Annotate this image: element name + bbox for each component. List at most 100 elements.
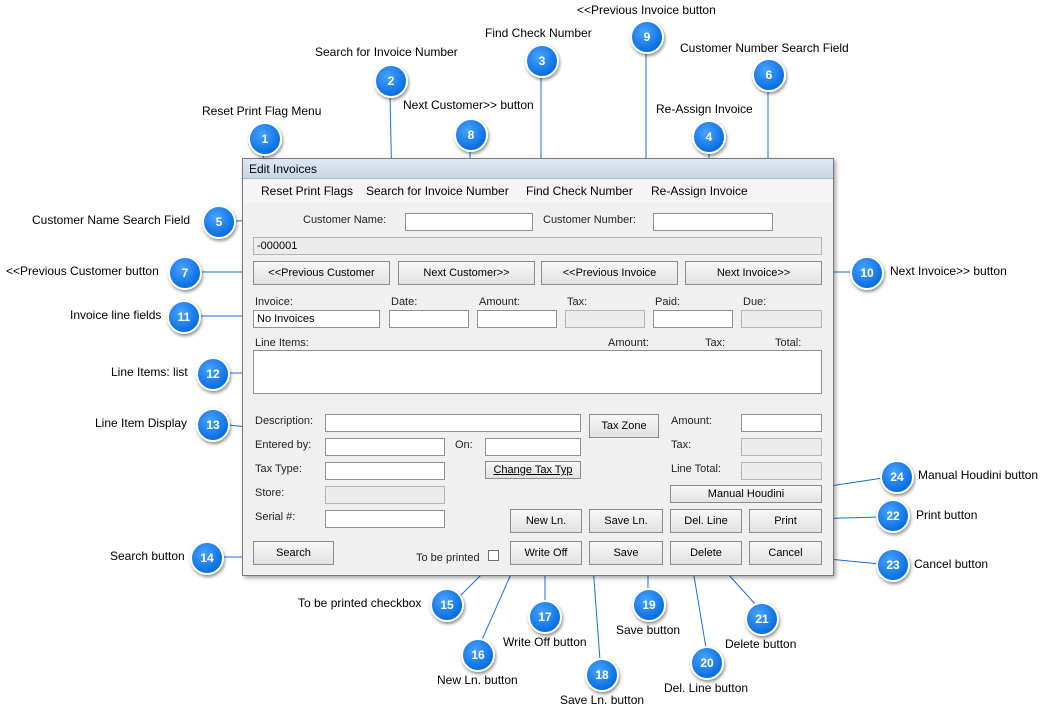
callout-badge-12: 12 <box>196 357 230 391</box>
callout-text-22: Print button <box>916 508 978 522</box>
next-customer-button[interactable]: Next Customer>> <box>398 261 535 285</box>
to-be-printed-checkbox[interactable] <box>488 550 499 561</box>
callout-text-10: Next Invoice>> button <box>890 264 1007 278</box>
invoice-header-due: Due: <box>743 296 767 308</box>
entered-by-label: Entered by: <box>255 439 312 451</box>
menu-bar: Reset Print Flags Search for Invoice Num… <box>243 179 833 203</box>
entered-on-field[interactable] <box>485 438 581 456</box>
menu-reset-print-flags[interactable]: Reset Print Flags <box>261 184 354 198</box>
previous-invoice-button[interactable]: <<Previous Invoice <box>541 261 678 285</box>
callout-text-14: Search button <box>110 549 185 563</box>
menu-find-check-number[interactable]: Find Check Number <box>526 184 633 198</box>
invoice-date-field[interactable] <box>389 310 469 328</box>
manual-houdini-button[interactable]: Manual Houdini <box>670 485 822 503</box>
callout-text-16: New Ln. button <box>437 673 518 687</box>
callout-text-2: Search for Invoice Number <box>315 45 458 59</box>
callout-text-18: Save Ln. button <box>560 693 645 707</box>
search-button[interactable]: Search <box>253 541 334 565</box>
edit-invoices-window: Edit Invoices Reset Print Flags Search f… <box>242 158 834 576</box>
serial-label: Serial #: <box>255 511 296 523</box>
description-field[interactable] <box>325 414 581 432</box>
to-be-printed-label: To be printed <box>416 552 480 564</box>
line-amount-field[interactable] <box>741 414 822 432</box>
callout-badge-10: 10 <box>850 256 884 290</box>
callout-text-19: Save button <box>616 623 681 637</box>
callout-badge-21: 21 <box>745 602 779 636</box>
callout-badge-16: 16 <box>461 638 495 672</box>
tax-type-label: Tax Type: <box>255 463 302 475</box>
tax-type-field[interactable] <box>325 462 445 480</box>
line-total-field <box>741 462 822 480</box>
callout-badge-20: 20 <box>690 646 724 680</box>
callout-text-21: Delete button <box>725 637 797 651</box>
line-items-list[interactable] <box>253 350 822 394</box>
line-items-tax-header: Tax: <box>705 337 726 349</box>
menu-re-assign-invoice[interactable]: Re-Assign Invoice <box>651 184 748 198</box>
callout-badge-15: 15 <box>430 588 464 622</box>
callout-text-13: Line Item Display <box>95 416 188 430</box>
customer-number-field[interactable] <box>653 213 773 231</box>
invoice-tax-field <box>565 310 645 328</box>
new-line-button[interactable]: New Ln. <box>510 509 582 533</box>
line-items-amount-header: Amount: <box>608 337 649 349</box>
callout-text-23: Cancel button <box>914 557 989 571</box>
invoice-header-invoice: Invoice: <box>255 296 293 308</box>
amount-label: Amount: <box>671 415 712 427</box>
callout-text-4: Re-Assign Invoice <box>656 102 753 116</box>
invoice-number-field[interactable]: No Invoices <box>253 310 380 328</box>
customer-number-label: Customer Number: <box>543 214 636 226</box>
callout-text-5: Customer Name Search Field <box>32 213 191 227</box>
callout-badge-8: 8 <box>454 118 488 152</box>
line-items-header: Line Items: <box>255 337 309 349</box>
next-invoice-button[interactable]: Next Invoice>> <box>685 261 822 285</box>
callout-text-15: To be printed checkbox <box>298 596 422 610</box>
invoice-header-paid: Paid: <box>655 296 681 308</box>
callout-badge-13: 13 <box>196 408 230 442</box>
callout-text-8: Next Customer>> button <box>403 98 534 112</box>
callout-text-7: <<Previous Customer button <box>6 264 159 278</box>
customer-name-field[interactable] <box>405 213 533 231</box>
callout-text-24: Manual Houdini button <box>918 468 1039 482</box>
menu-search-for-invoice-number[interactable]: Search for Invoice Number <box>366 184 509 198</box>
tax-label: Tax: <box>671 439 692 451</box>
entered-by-field[interactable] <box>325 438 445 456</box>
callout-badge-5: 5 <box>202 205 236 239</box>
callout-badge-9: 9 <box>630 20 664 54</box>
serial-field[interactable] <box>325 510 445 528</box>
write-off-button[interactable]: Write Off <box>510 541 582 565</box>
callout-badge-6: 6 <box>752 58 786 92</box>
callout-badge-18: 18 <box>585 658 619 692</box>
callout-badge-4: 4 <box>692 120 726 154</box>
callout-badge-24: 24 <box>880 460 914 494</box>
store-field <box>325 486 445 504</box>
change-tax-type-button[interactable]: Change Tax Typ <box>485 461 581 479</box>
callout-badge-11: 11 <box>167 300 201 334</box>
callout-badge-17: 17 <box>528 600 562 634</box>
on-label: On: <box>455 439 473 451</box>
line-items-total-header: Total: <box>775 337 802 349</box>
invoice-header-amount: Amount: <box>479 296 520 308</box>
callout-badge-1: 1 <box>248 122 282 156</box>
delete-button[interactable]: Delete <box>670 541 742 565</box>
callout-text-1: Reset Print Flag Menu <box>202 104 322 118</box>
save-line-button[interactable]: Save Ln. <box>589 509 663 533</box>
window-title: Edit Invoices <box>243 159 833 179</box>
print-button[interactable]: Print <box>749 509 822 533</box>
callout-badge-23: 23 <box>876 548 910 582</box>
invoice-amount-field[interactable] <box>477 310 557 328</box>
delete-line-button[interactable]: Del. Line <box>670 509 742 533</box>
callout-badge-3: 3 <box>525 44 559 78</box>
save-button[interactable]: Save <box>589 541 663 565</box>
previous-customer-button[interactable]: <<Previous Customer <box>253 261 390 285</box>
callout-text-20: Del. Line button <box>664 681 749 695</box>
invoice-due-field <box>741 310 822 328</box>
callout-text-12: Line Items: list <box>111 365 188 379</box>
description-label: Description: <box>255 415 314 427</box>
tax-zone-button[interactable]: Tax Zone <box>589 414 659 438</box>
invoice-header-date: Date: <box>391 296 418 308</box>
cancel-button[interactable]: Cancel <box>749 541 822 565</box>
callout-text-3: Find Check Number <box>485 26 592 40</box>
line-total-label: Line Total: <box>671 463 721 475</box>
customer-info-display: -000001 <box>253 237 822 255</box>
invoice-paid-field[interactable] <box>653 310 733 328</box>
